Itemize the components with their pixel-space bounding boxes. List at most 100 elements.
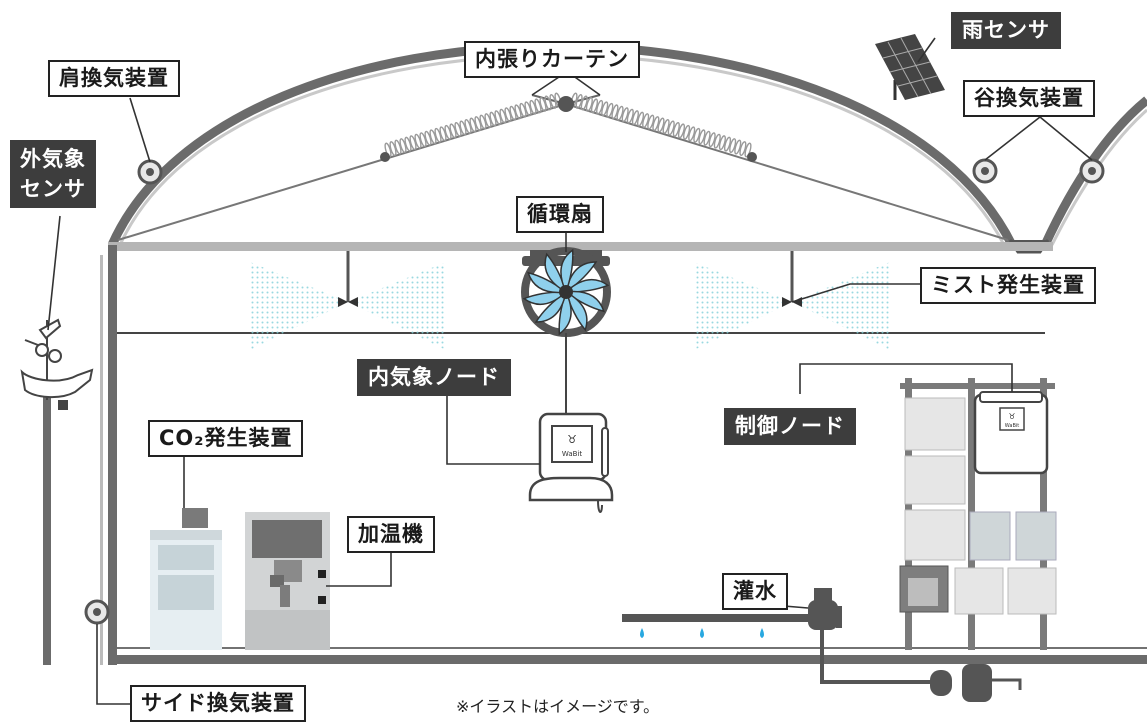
curtain-coil-loop bbox=[494, 110, 502, 126]
irrigation-pipe bbox=[622, 588, 1022, 702]
tie-beam bbox=[108, 242, 1053, 251]
svg-text:♉: ♉ bbox=[1008, 412, 1015, 421]
label-mist: ミスト発生装置 bbox=[920, 267, 1096, 304]
curtain-coil-loop bbox=[469, 117, 477, 133]
curtain-coil-loop bbox=[464, 119, 472, 134]
curtain-coil-loop bbox=[389, 141, 397, 156]
curtain-coil-loop bbox=[626, 108, 634, 124]
label-irrigation: 灌水 bbox=[722, 573, 788, 610]
curtain-coil-loop bbox=[744, 142, 752, 158]
label-curtain: 内張りカーテン bbox=[464, 41, 640, 78]
valley-vent-motor-right bbox=[1079, 158, 1105, 184]
curtain-coil-loop bbox=[539, 96, 547, 112]
curtain-coil-loop bbox=[534, 98, 542, 114]
indoor-node-device: ♉ WaBit bbox=[528, 412, 614, 513]
curtain-coil-loop bbox=[484, 113, 492, 129]
curtain-coil-loop bbox=[683, 124, 691, 140]
curtain-coil-loop bbox=[698, 129, 706, 145]
outdoor-weather-sensor bbox=[20, 318, 94, 665]
fan-blade bbox=[560, 248, 574, 295]
side-vent-motor bbox=[84, 599, 110, 625]
label-outdoor-sensor-line1: 外気象 bbox=[20, 147, 86, 171]
curtain-coil-loop bbox=[713, 133, 721, 149]
curtain-coil-loop bbox=[544, 95, 552, 111]
curtain-coil-loop bbox=[529, 99, 537, 115]
label-shoulder-vent: 肩換気装置 bbox=[48, 60, 180, 97]
floor bbox=[108, 655, 1147, 664]
heater-machine bbox=[245, 512, 330, 650]
curtain-coil-loop bbox=[703, 130, 711, 146]
label-indoor-node: 内気象ノード bbox=[357, 359, 511, 396]
curtain-coil-loop bbox=[642, 113, 650, 129]
curtain-coil-loop bbox=[514, 104, 522, 120]
curtain-coil-left bbox=[384, 92, 562, 158]
curtain-coil-loop bbox=[677, 123, 686, 139]
water-drop bbox=[760, 628, 764, 638]
label-outdoor-sensor-line2: センサ bbox=[20, 177, 86, 201]
curtain-coil-loop bbox=[611, 104, 619, 120]
mist-nozzle-left bbox=[250, 251, 446, 350]
curtain-coil-loop bbox=[652, 116, 660, 131]
shoulder-vent-motor bbox=[137, 159, 163, 185]
illustration-note: ※イラストはイメージです。 bbox=[456, 697, 660, 716]
curtain-coil-loop bbox=[509, 105, 517, 121]
curtain-coil-loop bbox=[657, 117, 665, 133]
curtain-coil-loop bbox=[672, 121, 680, 137]
curtain-coil-loop bbox=[585, 96, 593, 112]
control-node-logo: WaBit bbox=[1005, 423, 1020, 429]
label-circulation-fan: 循環扇 bbox=[516, 196, 604, 233]
curtain-coil-loop bbox=[580, 95, 588, 111]
curtain-coil-loop bbox=[444, 124, 452, 140]
indoor-node-logo: WaBit bbox=[562, 450, 583, 458]
label-control-node: 制御ノード bbox=[724, 408, 856, 445]
curtain-pulley-center bbox=[558, 96, 574, 112]
curtain-coil-loop bbox=[662, 119, 670, 134]
curtain-coil-loop bbox=[729, 138, 737, 154]
mist-nozzle-right bbox=[694, 251, 890, 350]
control-panel-rack: ♉ WaBit bbox=[899, 378, 1057, 650]
curtain-coil-loop bbox=[708, 132, 716, 148]
curtain-coil-loop bbox=[667, 120, 675, 136]
label-co2-generator: CO₂発生装置 bbox=[148, 420, 304, 457]
curtain-coil-loop bbox=[419, 132, 427, 148]
label-rain-sensor: 雨センサ bbox=[951, 12, 1061, 49]
curtain-coil-loop bbox=[596, 99, 604, 115]
curtain-coil-loop bbox=[606, 102, 614, 118]
label-valley-vent: 谷換気装置 bbox=[963, 80, 1095, 117]
curtain-coil-loop bbox=[723, 136, 732, 152]
curtain-coil-loop bbox=[601, 101, 609, 117]
curtain-coil-loop bbox=[439, 126, 447, 142]
curtain-coil-loop bbox=[636, 111, 645, 127]
label-outdoor-sensor: 外気象 センサ bbox=[10, 140, 96, 208]
curtain-coil-loop bbox=[549, 94, 557, 109]
co2-generator-machine bbox=[150, 508, 222, 650]
water-drop bbox=[640, 628, 644, 638]
curtain-coil-loop bbox=[459, 120, 467, 136]
curtain-coil-loop bbox=[734, 139, 742, 155]
label-heater: 加温機 bbox=[347, 516, 435, 553]
rain-sensor-panel bbox=[875, 34, 945, 100]
curtain-coil-loop bbox=[718, 135, 726, 151]
curtain-coil-loop bbox=[688, 126, 696, 142]
curtain-coil-loop bbox=[429, 129, 437, 145]
curtain-coil-loop bbox=[474, 116, 482, 131]
left-wall bbox=[108, 245, 117, 665]
curtain-coil-right bbox=[570, 92, 752, 158]
curtain-coil-loop bbox=[693, 127, 701, 143]
curtain-coil-loop bbox=[621, 107, 629, 123]
water-drop bbox=[700, 628, 704, 638]
curtain-coil-loop bbox=[499, 108, 507, 124]
svg-text:♉: ♉ bbox=[567, 433, 577, 446]
curtain-coil-loop bbox=[590, 98, 599, 114]
curtain-pulley-left bbox=[380, 152, 390, 162]
curtain-coil-loop bbox=[404, 136, 412, 152]
curtain-coil-loop bbox=[409, 135, 417, 151]
curtain-coil-loop bbox=[449, 123, 457, 139]
curtain-coil-loop bbox=[424, 130, 432, 146]
curtain-coil-loop bbox=[647, 114, 655, 130]
curtain-coil-loop bbox=[631, 110, 639, 126]
curtain-coil-loop bbox=[739, 141, 747, 156]
label-side-vent: サイド換気装置 bbox=[130, 685, 306, 722]
curtain-coil-loop bbox=[479, 114, 487, 130]
